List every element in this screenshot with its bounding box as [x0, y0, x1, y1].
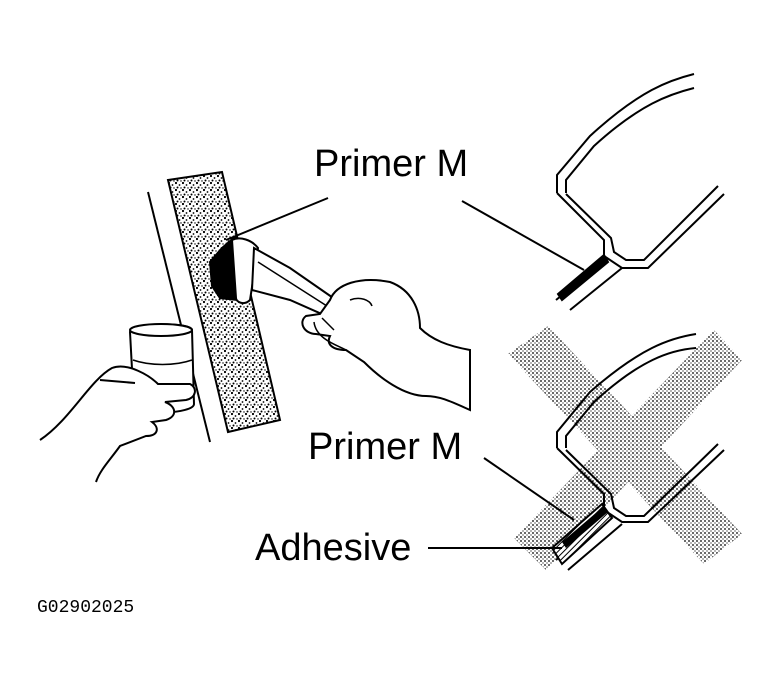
application-scene: [39, 170, 471, 483]
label-primer-top: Primer M: [314, 143, 468, 185]
flange-strip: [166, 170, 282, 434]
incorrect-section-diagram: Primer M Adhesive: [255, 326, 742, 571]
label-adhesive: Adhesive: [255, 527, 411, 569]
leader-line-primer-brush: [225, 197, 329, 241]
correct-section-diagram: Primer M: [225, 73, 725, 311]
primer-layer-bottom: [562, 506, 608, 548]
primer-layer-top: [556, 253, 610, 302]
leader-line-primer-top: [461, 200, 585, 271]
body-panel-edge: [147, 191, 211, 443]
leader-line-primer-bottom: [483, 457, 575, 521]
x-mark-icon: [508, 326, 742, 570]
figure-code: G02902025: [37, 598, 134, 618]
label-primer-bottom: Primer M: [308, 426, 462, 468]
hand-holding-brush: [301, 279, 471, 412]
hand-holding-cup: [39, 323, 196, 483]
